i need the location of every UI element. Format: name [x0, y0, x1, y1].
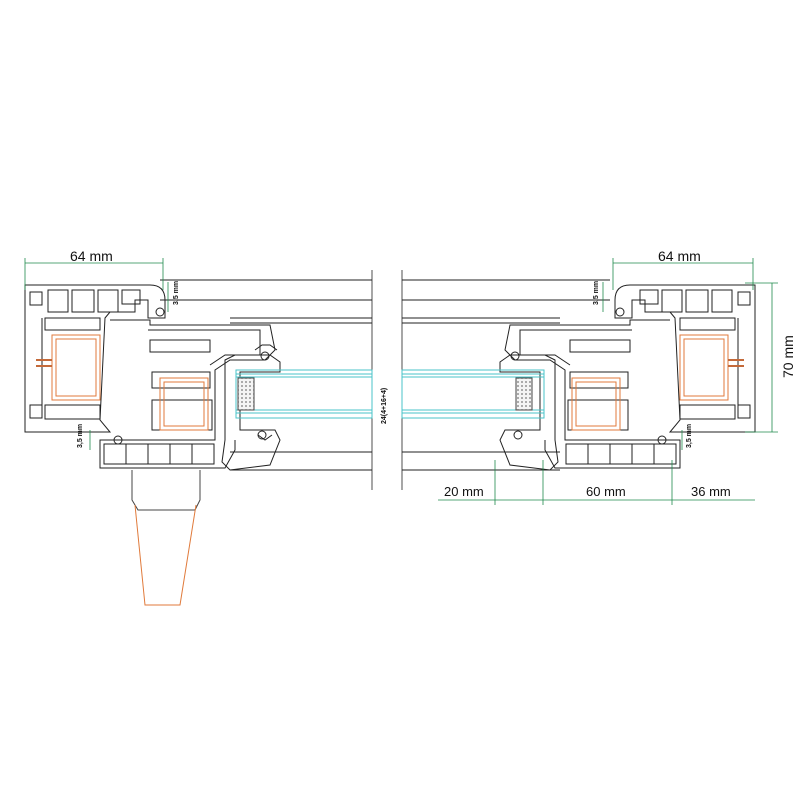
right-screw-icon: [728, 359, 744, 367]
dim-gap-left: 3,5 mm: [173, 281, 180, 305]
dimension-lines: [24, 258, 778, 505]
left-outer-frame: [24, 284, 166, 433]
dim-gap-left-lower: 3,5 mm: [77, 424, 84, 448]
dim-overlap: 36 mm: [691, 484, 731, 499]
dim-frame-depth-right: 64 mm: [658, 248, 701, 264]
right-steel-reinforcement: [679, 334, 729, 401]
dim-frame-depth-left: 64 mm: [70, 248, 113, 264]
right-outer-frame: [614, 284, 756, 433]
right-profile-section: [401, 270, 756, 490]
dim-gap-right: 3,5 mm: [593, 281, 600, 305]
handle-base: [131, 470, 201, 511]
dim-sash-width: 60 mm: [586, 484, 626, 499]
left-glazing-bead: [221, 354, 281, 471]
right-glass-unit: [401, 369, 545, 419]
right-sash-steel: [571, 377, 621, 431]
left-spacer: [237, 377, 255, 411]
left-sash-steel: [159, 377, 209, 431]
handle-icon: [134, 504, 197, 606]
dim-gap-right-lower: 3,5 mm: [686, 424, 693, 448]
left-steel-reinforcement: [51, 334, 101, 401]
left-glass-unit: [235, 369, 373, 419]
dim-profile-height: 70 mm: [780, 335, 796, 378]
dim-glazing-bead: 20 mm: [444, 484, 484, 499]
right-spacer: [515, 377, 533, 411]
left-screw-icon: [36, 359, 52, 367]
left-profile-section: [24, 270, 373, 606]
glass-unit-label: 24(4+16+4): [381, 388, 388, 424]
right-glazing-bead: [499, 354, 559, 471]
